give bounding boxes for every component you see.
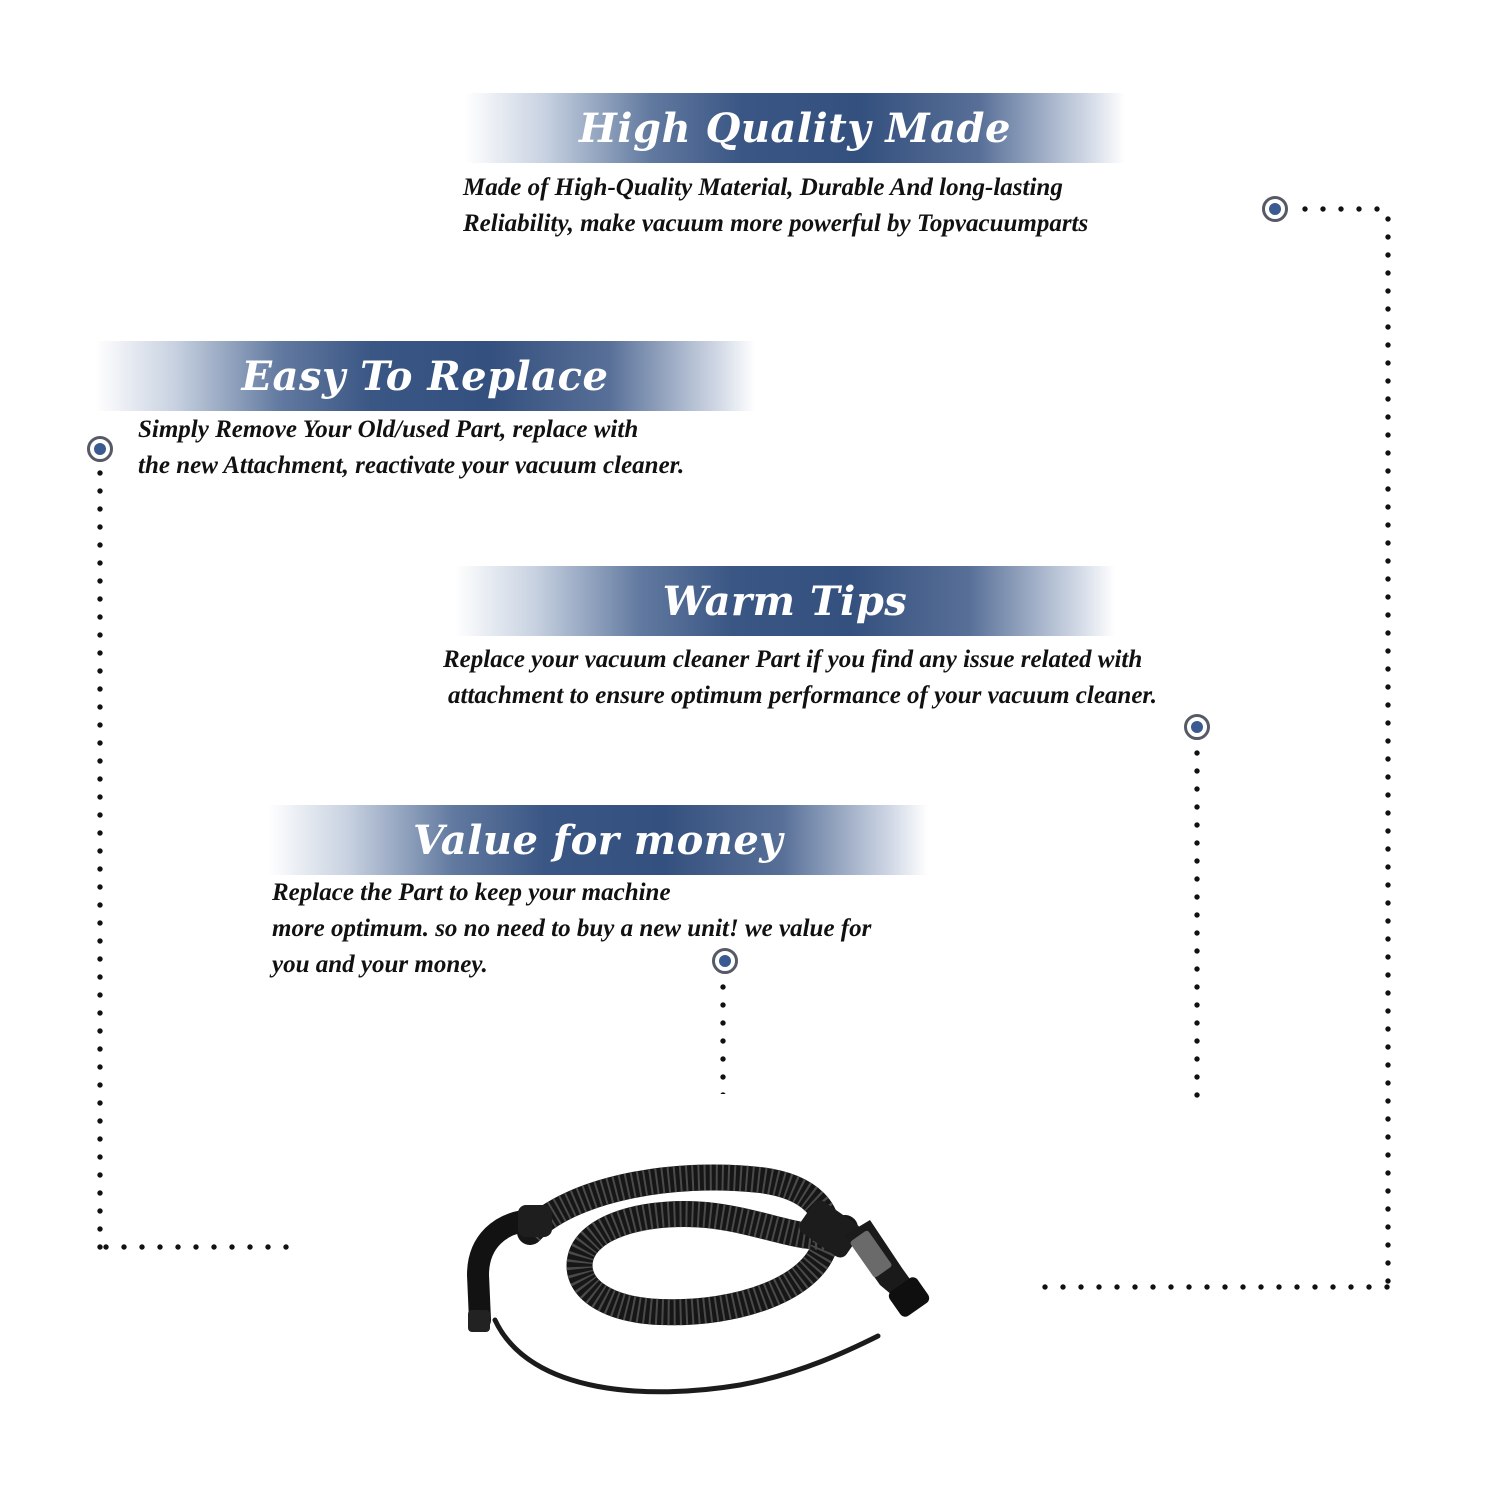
marker-high-quality-icon <box>1262 196 1288 222</box>
description-line: Made of High-Quality Material, Durable A… <box>463 174 1063 201</box>
banner-value-money: Value for money <box>268 805 928 875</box>
banner-title: Value for money <box>412 816 784 864</box>
description-line: Simply Remove Your Old/used Part, replac… <box>138 416 639 443</box>
description-line: Reliability, make vacuum more powerful b… <box>463 210 1089 237</box>
description-line: attachment to ensure optimum performance… <box>448 682 1158 709</box>
banner-title: Warm Tips <box>662 577 908 625</box>
description-value-money: Replace the Part to keep your machine mo… <box>272 875 871 983</box>
connector-warm-tips-vertical <box>1194 744 1200 1110</box>
marker-value-money-icon <box>712 948 738 974</box>
connector-right-vertical <box>1385 210 1391 1292</box>
marker-warm-tips-icon <box>1184 714 1210 740</box>
connector-bottom-left <box>97 1244 301 1250</box>
description-line: more optimum. so no need to buy a new un… <box>272 915 872 942</box>
connector-value-money-vertical <box>720 978 726 1094</box>
description-line: Replace the Part to keep your machine <box>272 879 671 906</box>
description-line: you and your money. <box>272 951 488 978</box>
connector-high-quality-top <box>1296 206 1392 212</box>
description-high-quality: Made of High-Quality Material, Durable A… <box>463 170 1088 242</box>
connector-left-vertical <box>97 464 103 1252</box>
description-warm-tips: Replace your vacuum cleaner Part if you … <box>443 642 1157 714</box>
banner-warm-tips: Warm Tips <box>455 566 1115 636</box>
banner-title: High Quality Made <box>579 104 1011 152</box>
connector-bottom-right <box>1036 1284 1392 1290</box>
banner-easy-replace: Easy To Replace <box>95 341 755 411</box>
description-line: the new Attachment, reactivate your vacu… <box>138 452 685 479</box>
description-easy-replace: Simply Remove Your Old/used Part, replac… <box>138 412 684 484</box>
banner-high-quality: High Quality Made <box>465 93 1125 163</box>
description-line: Replace your vacuum cleaner Part if you … <box>443 646 1143 673</box>
marker-easy-replace-icon <box>87 436 113 462</box>
banner-title: Easy To Replace <box>241 352 609 400</box>
vacuum-hose-icon <box>466 1164 930 1395</box>
